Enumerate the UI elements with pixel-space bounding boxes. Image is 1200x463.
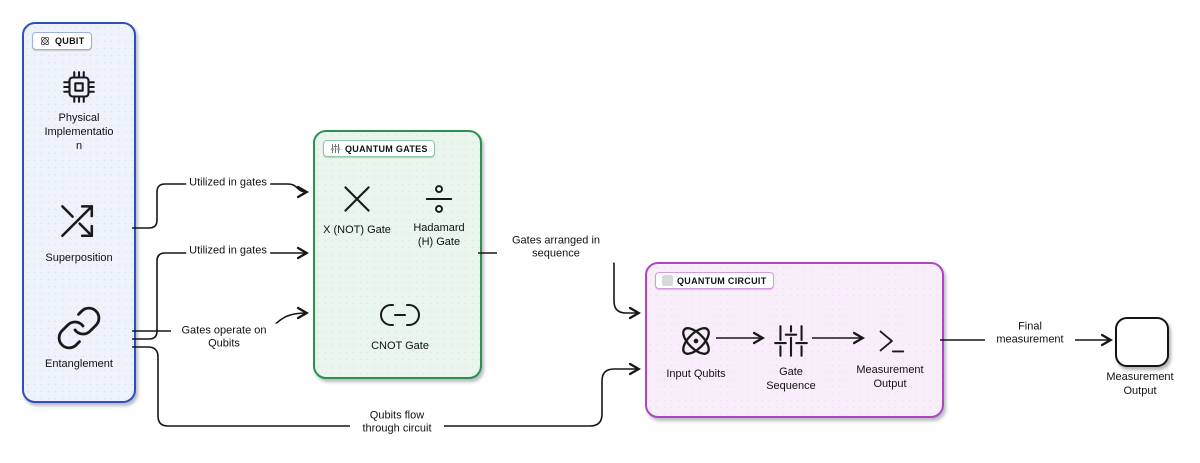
capsule-dash-icon (380, 304, 420, 326)
node-gate-sequence-label: Gate Sequence (766, 366, 816, 392)
node-physical-implementation-label: Physical Implementation (44, 112, 114, 152)
group-quantum-circuit[interactable]: QUANTUM CIRCUIT Input Qubits Gate Sequen… (645, 262, 944, 418)
group-quantum-circuit-title: QUANTUM CIRCUIT (655, 272, 774, 289)
node-gate-sequence[interactable]: Gate Sequence (749, 322, 833, 394)
node-final-measurement-output[interactable] (1115, 317, 1169, 367)
node-entanglement-label: Entanglement (45, 358, 113, 370)
chain-link-icon (57, 306, 101, 350)
node-input-qubits-label: Input Qubits (666, 368, 726, 380)
node-hadamard-gate[interactable]: Hadamard (H) Gate (403, 182, 475, 250)
node-superposition-label: Superposition (45, 252, 113, 264)
node-input-qubits[interactable]: Input Qubits (651, 320, 741, 382)
edge-label-utilized-in-gates-1: Utilized in gates (186, 175, 270, 191)
node-cnot-gate[interactable]: CNOT Gate (355, 300, 445, 354)
group-quantum-gates[interactable]: QUANTUM GATES X (NOT) Gate Hadamard (H) … (313, 130, 482, 379)
chip-icon (63, 71, 95, 103)
node-hadamard-gate-label: Hadamard (H) Gate (413, 222, 465, 248)
square-icon (662, 275, 673, 286)
node-x-not-gate-label: X (NOT) Gate (323, 224, 391, 236)
node-cnot-gate-label: CNOT Gate (371, 340, 429, 352)
terminal-icon (879, 330, 905, 353)
sliders-icon (774, 325, 808, 357)
group-quantum-circuit-title-text: QUANTUM CIRCUIT (677, 275, 767, 286)
x-icon (344, 186, 370, 212)
edge-label-qubits-flow-through-circuit: Qubits flow through circuit (350, 408, 444, 438)
node-entanglement[interactable]: Entanglement (24, 304, 134, 372)
node-final-measurement-output-label: Measurement Output (1106, 371, 1174, 397)
node-measurement-output-label: Measurement Output (856, 364, 924, 390)
edge-label-gates-arranged-in-sequence: Gates arranged in sequence (497, 233, 615, 263)
sliders-icon (330, 143, 341, 154)
group-quantum-gates-title: QUANTUM GATES (323, 140, 435, 157)
node-superposition[interactable]: Superposition (24, 200, 134, 266)
shuffle-icon (61, 205, 94, 238)
node-measurement-output[interactable]: Measurement Output (847, 324, 933, 392)
group-quantum-gates-title-text: QUANTUM GATES (345, 143, 428, 154)
atom-icon (41, 37, 49, 45)
divide-icon (425, 185, 453, 213)
node-x-not-gate[interactable]: X (NOT) Gate (319, 180, 395, 238)
edge-label-final-measurement: Final measurement (985, 319, 1075, 349)
edge-label-gates-operate-on-qubits: Gates operate on Qubits (171, 323, 277, 353)
group-qubit[interactable]: QUBIT Physical Implementation Superposit… (22, 22, 136, 403)
node-physical-implementation[interactable]: Physical Implementation (24, 68, 134, 153)
edge-label-utilized-in-gates-2: Utilized in gates (186, 243, 270, 259)
group-qubit-title: QUBIT (32, 32, 92, 50)
group-qubit-title-text: QUBIT (55, 36, 85, 46)
atom-icon (682, 327, 710, 355)
